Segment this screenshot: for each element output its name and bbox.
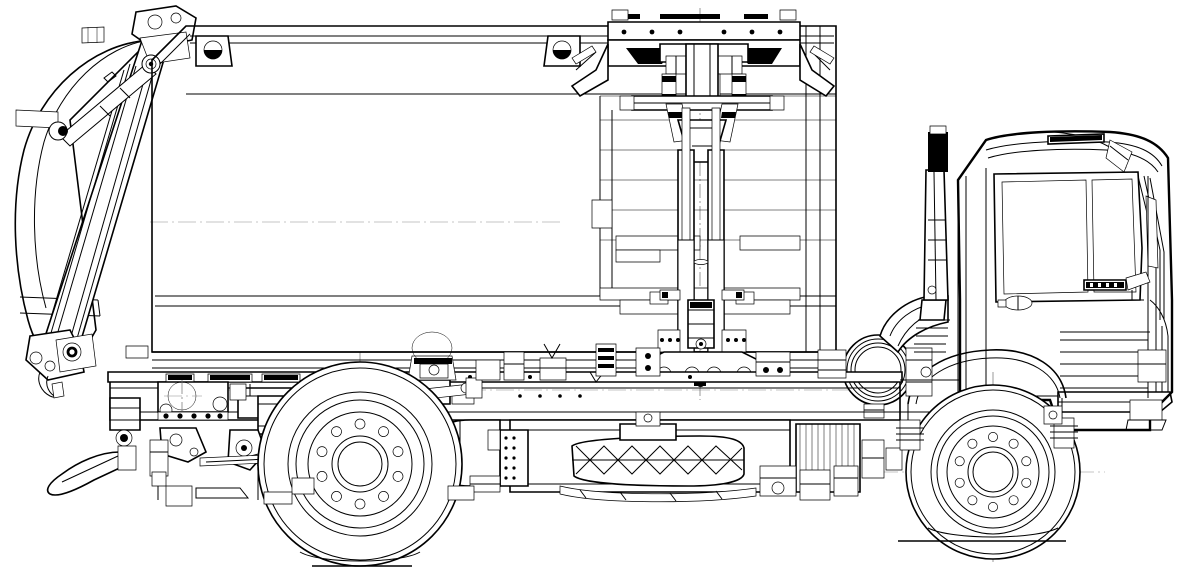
misc-details	[125, 343, 859, 507]
tailgate-packer	[14, 5, 197, 399]
front-suspension	[896, 405, 1078, 451]
cab	[907, 130, 1174, 440]
rear-subframe	[46, 380, 331, 500]
front-wheel	[898, 384, 1081, 560]
exhaust-stack	[914, 125, 950, 353]
frame-fittings	[165, 372, 692, 382]
rear-wheel	[257, 361, 463, 567]
